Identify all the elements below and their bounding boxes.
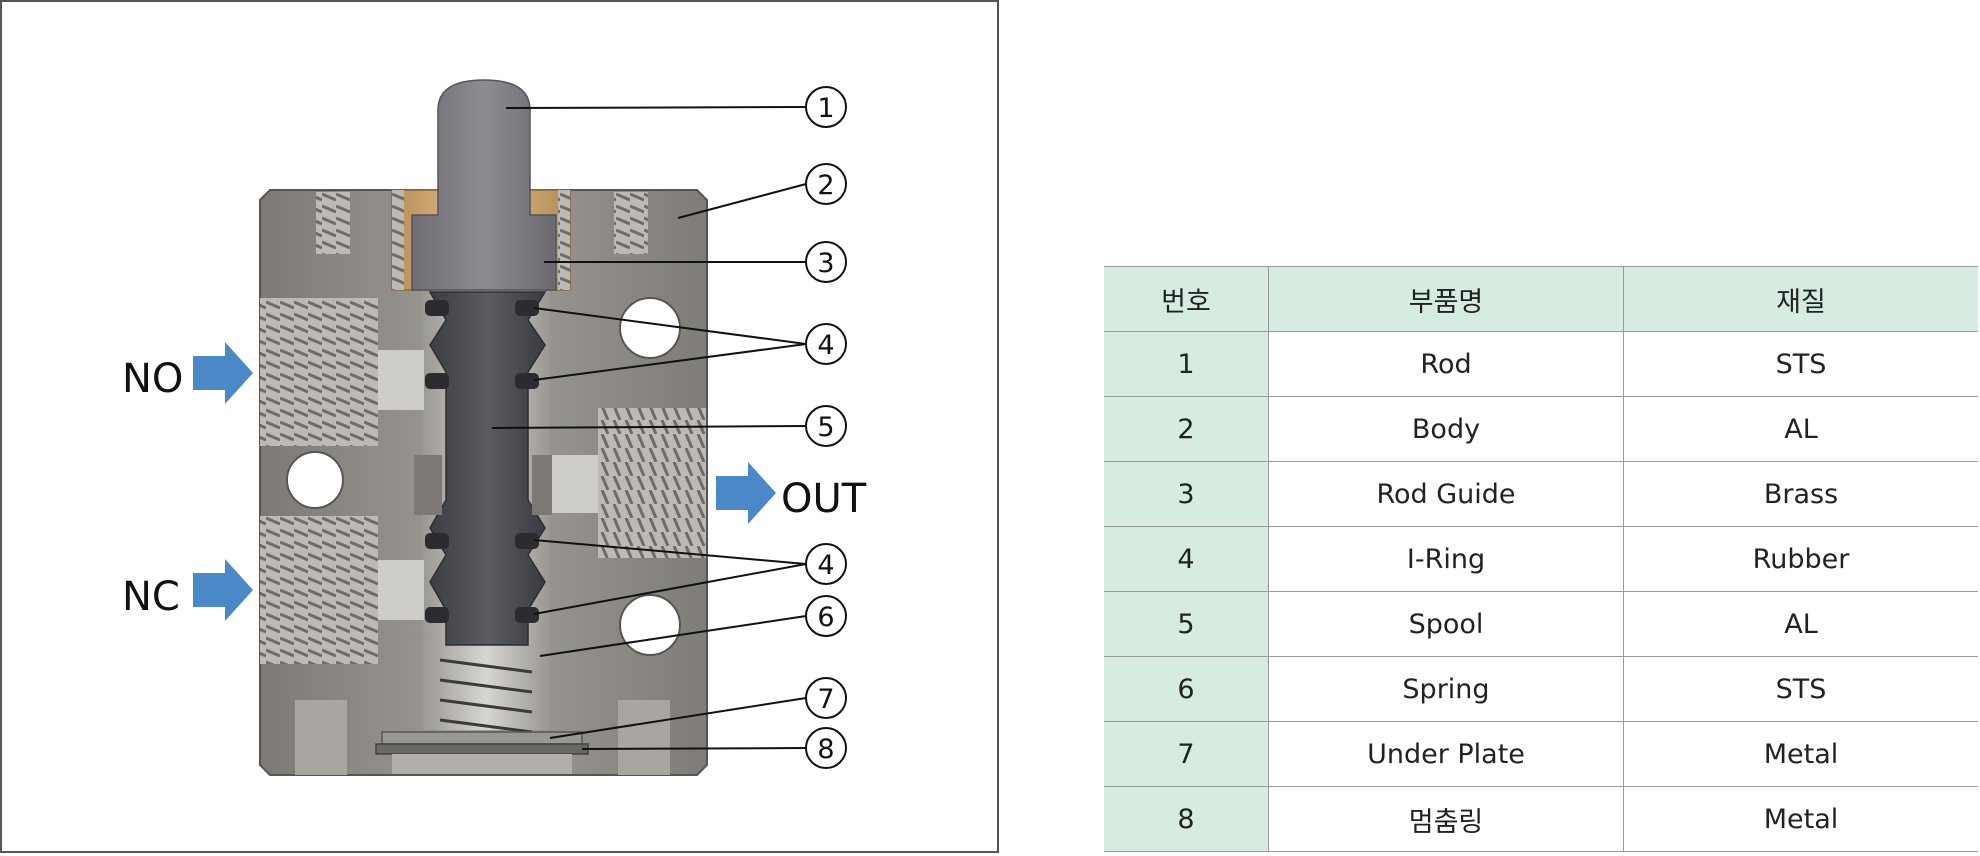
svg-text:4: 4: [817, 550, 834, 581]
cell-number: 8: [1104, 786, 1269, 852]
rod-guide-thread-left: [392, 190, 404, 290]
bottom-recess-left: [295, 700, 347, 775]
cell-number: 2: [1104, 396, 1269, 462]
out-arrow-icon: [716, 462, 776, 524]
cell-material: STS: [1623, 656, 1978, 722]
bottom-recess-right: [618, 700, 670, 775]
cell-number: 7: [1104, 721, 1269, 787]
svg-text:4: 4: [817, 330, 834, 361]
rod-guide-thread-right: [558, 190, 570, 290]
callout-3: 3: [805, 241, 847, 283]
callout-6: 6: [805, 595, 847, 637]
cell-part-name: Spring: [1268, 656, 1624, 722]
valve-cross-section-diagram: NO NC OUT 1 2 3 4 5 4 6: [0, 0, 999, 853]
leader-lines: [491, 106, 807, 750]
table-header-row: 번호 부품명 재질: [1104, 266, 1978, 332]
mount-hole-right: [614, 192, 648, 254]
svg-text:7: 7: [817, 684, 834, 715]
mount-hole-left: [316, 192, 350, 254]
stop-ring: [375, 743, 589, 755]
cell-material: AL: [1623, 396, 1978, 462]
port-label-no: NO: [122, 356, 183, 402]
port-label-nc: NC: [122, 574, 180, 620]
table-row: 8 멈춤링 Metal: [1104, 786, 1978, 852]
cell-part-name: I-Ring: [1268, 526, 1624, 592]
i-ring: [515, 533, 539, 549]
cell-material: Brass: [1623, 461, 1978, 527]
svg-text:2: 2: [817, 170, 834, 201]
valve-diagram-svg: NO NC OUT 1 2 3 4 5 4 6: [0, 0, 999, 853]
callout-2: 2: [805, 163, 847, 205]
i-ring: [515, 607, 539, 623]
table-row: 5 Spool AL: [1104, 591, 1978, 657]
callout-7: 7: [805, 677, 847, 719]
table-row: 1 Rod STS: [1104, 331, 1978, 397]
i-ring: [425, 373, 449, 389]
bore-step-left: [414, 455, 442, 515]
i-ring: [515, 373, 539, 389]
table-row: 4 I-Ring Rubber: [1104, 526, 1978, 592]
port-label-out: OUT: [781, 476, 867, 522]
table-row: 6 Spring STS: [1104, 656, 1978, 722]
cell-part-name: 멈춤링: [1268, 786, 1624, 852]
svg-text:5: 5: [817, 412, 834, 443]
bottom-bore: [392, 754, 572, 774]
i-ring: [425, 300, 449, 316]
cell-number: 3: [1104, 461, 1269, 527]
mount-through-hole-upper-right: [619, 297, 681, 359]
cell-material: Metal: [1623, 786, 1978, 852]
cell-material: AL: [1623, 591, 1978, 657]
port-out-passage: [550, 455, 598, 513]
cell-material: Metal: [1623, 721, 1978, 787]
cell-number: 4: [1104, 526, 1269, 592]
svg-text:8: 8: [817, 734, 834, 765]
port-out-thread: [598, 408, 706, 558]
table-row: 2 Body AL: [1104, 396, 1978, 462]
cell-number: 1: [1104, 331, 1269, 397]
port-no-thread: [260, 298, 378, 446]
header-part-name: 부품명: [1268, 266, 1624, 332]
i-ring: [425, 533, 449, 549]
spring: [439, 658, 533, 734]
mount-through-hole-lower-right: [619, 594, 681, 656]
cell-part-name: Rod: [1268, 331, 1624, 397]
table-row: 3 Rod Guide Brass: [1104, 461, 1978, 527]
i-ring: [425, 607, 449, 623]
table-row: 7 Under Plate Metal: [1104, 721, 1978, 787]
cell-part-name: Rod Guide: [1268, 461, 1624, 527]
callout-4-upper: 4: [805, 323, 847, 365]
port-nc-thread: [260, 516, 378, 664]
rod: [411, 79, 557, 291]
svg-text:1: 1: [817, 93, 834, 124]
header-material: 재질: [1623, 266, 1978, 332]
no-arrow-icon: [193, 342, 253, 404]
nc-arrow-icon: [193, 559, 253, 621]
callout-8: 8: [805, 727, 847, 769]
cell-material: Rubber: [1623, 526, 1978, 592]
cell-material: STS: [1623, 331, 1978, 397]
callout-1: 1: [805, 86, 847, 128]
cell-part-name: Under Plate: [1268, 721, 1624, 787]
port-no-passage: [378, 350, 424, 410]
callout-5: 5: [805, 405, 847, 447]
cell-number: 5: [1104, 591, 1269, 657]
parts-table: 번호 부품명 재질 1 Rod STS 2 Body AL 3 Rod Guid…: [1104, 266, 1978, 852]
cell-number: 6: [1104, 656, 1269, 722]
port-nc-passage: [378, 560, 424, 620]
cell-part-name: Spool: [1268, 591, 1624, 657]
bore-step-right: [532, 455, 552, 515]
cell-part-name: Body: [1268, 396, 1624, 462]
svg-text:3: 3: [817, 248, 834, 279]
i-ring: [515, 300, 539, 316]
callout-4-lower: 4: [805, 543, 847, 585]
spool: [428, 291, 547, 646]
svg-text:6: 6: [817, 602, 834, 633]
mount-through-hole-left: [286, 451, 344, 509]
header-number: 번호: [1104, 266, 1269, 332]
